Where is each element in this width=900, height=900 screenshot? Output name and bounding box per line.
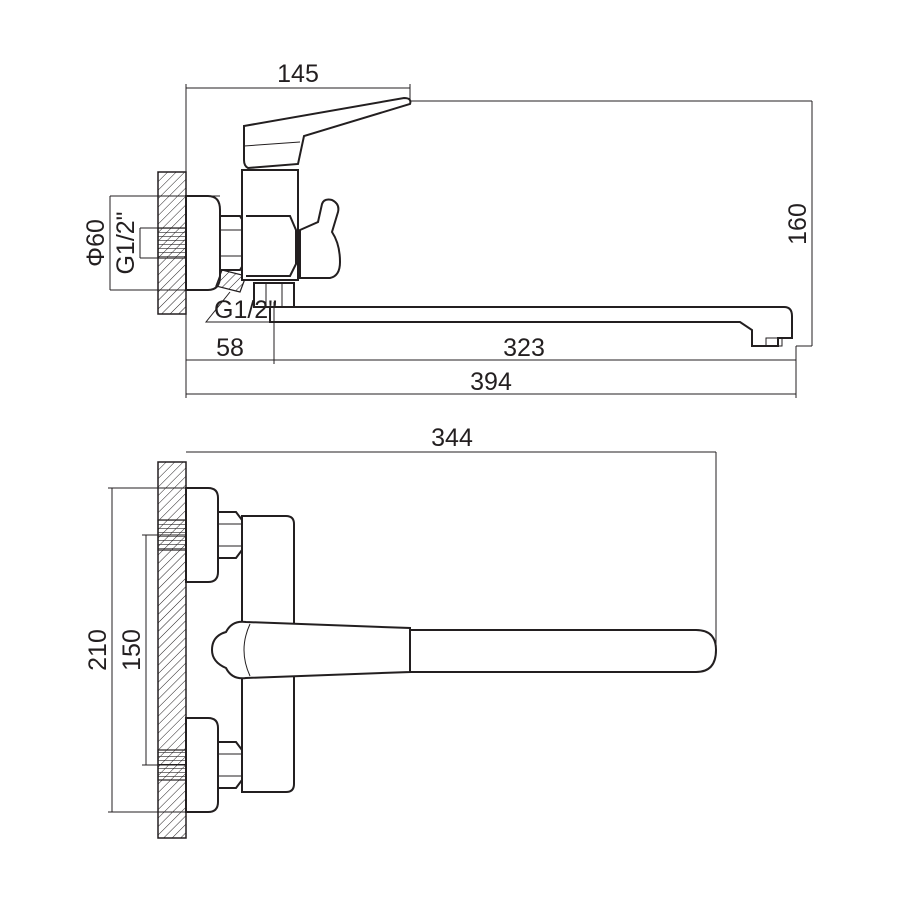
top-view: 344 210 150 [84, 424, 718, 839]
dim-phi60: Φ60 [82, 219, 110, 267]
dim-g12-inlet: G1/2" [112, 211, 140, 274]
dim-160: 160 [784, 203, 812, 245]
aerator [765, 337, 783, 347]
wall-hatch-top [157, 461, 187, 839]
spout [269, 306, 793, 347]
diverter-knob [299, 198, 342, 279]
dim-g12-outlet: G1/2" [214, 296, 277, 324]
connector-hatch [215, 269, 247, 293]
side-view: 145 160 Φ60 G1/2" G1/2" 58 323 394 [82, 60, 813, 398]
mixer-body [241, 169, 299, 281]
dim-150: 150 [118, 629, 146, 671]
dim-210: 210 [84, 629, 112, 671]
lower-flange [185, 717, 219, 813]
dim-344: 344 [431, 424, 473, 452]
lever-handle [243, 96, 412, 170]
dim-145: 145 [277, 60, 319, 88]
upper-flange [185, 487, 219, 583]
inlet-thread [157, 227, 187, 259]
dim-394: 394 [470, 368, 512, 396]
lever-handle-top [210, 620, 411, 680]
lower-nut [217, 741, 243, 789]
spout-top [409, 629, 718, 673]
upper-nut [217, 511, 243, 559]
dim-58: 58 [216, 334, 244, 362]
dim-323: 323 [503, 334, 545, 362]
flange [185, 195, 221, 291]
